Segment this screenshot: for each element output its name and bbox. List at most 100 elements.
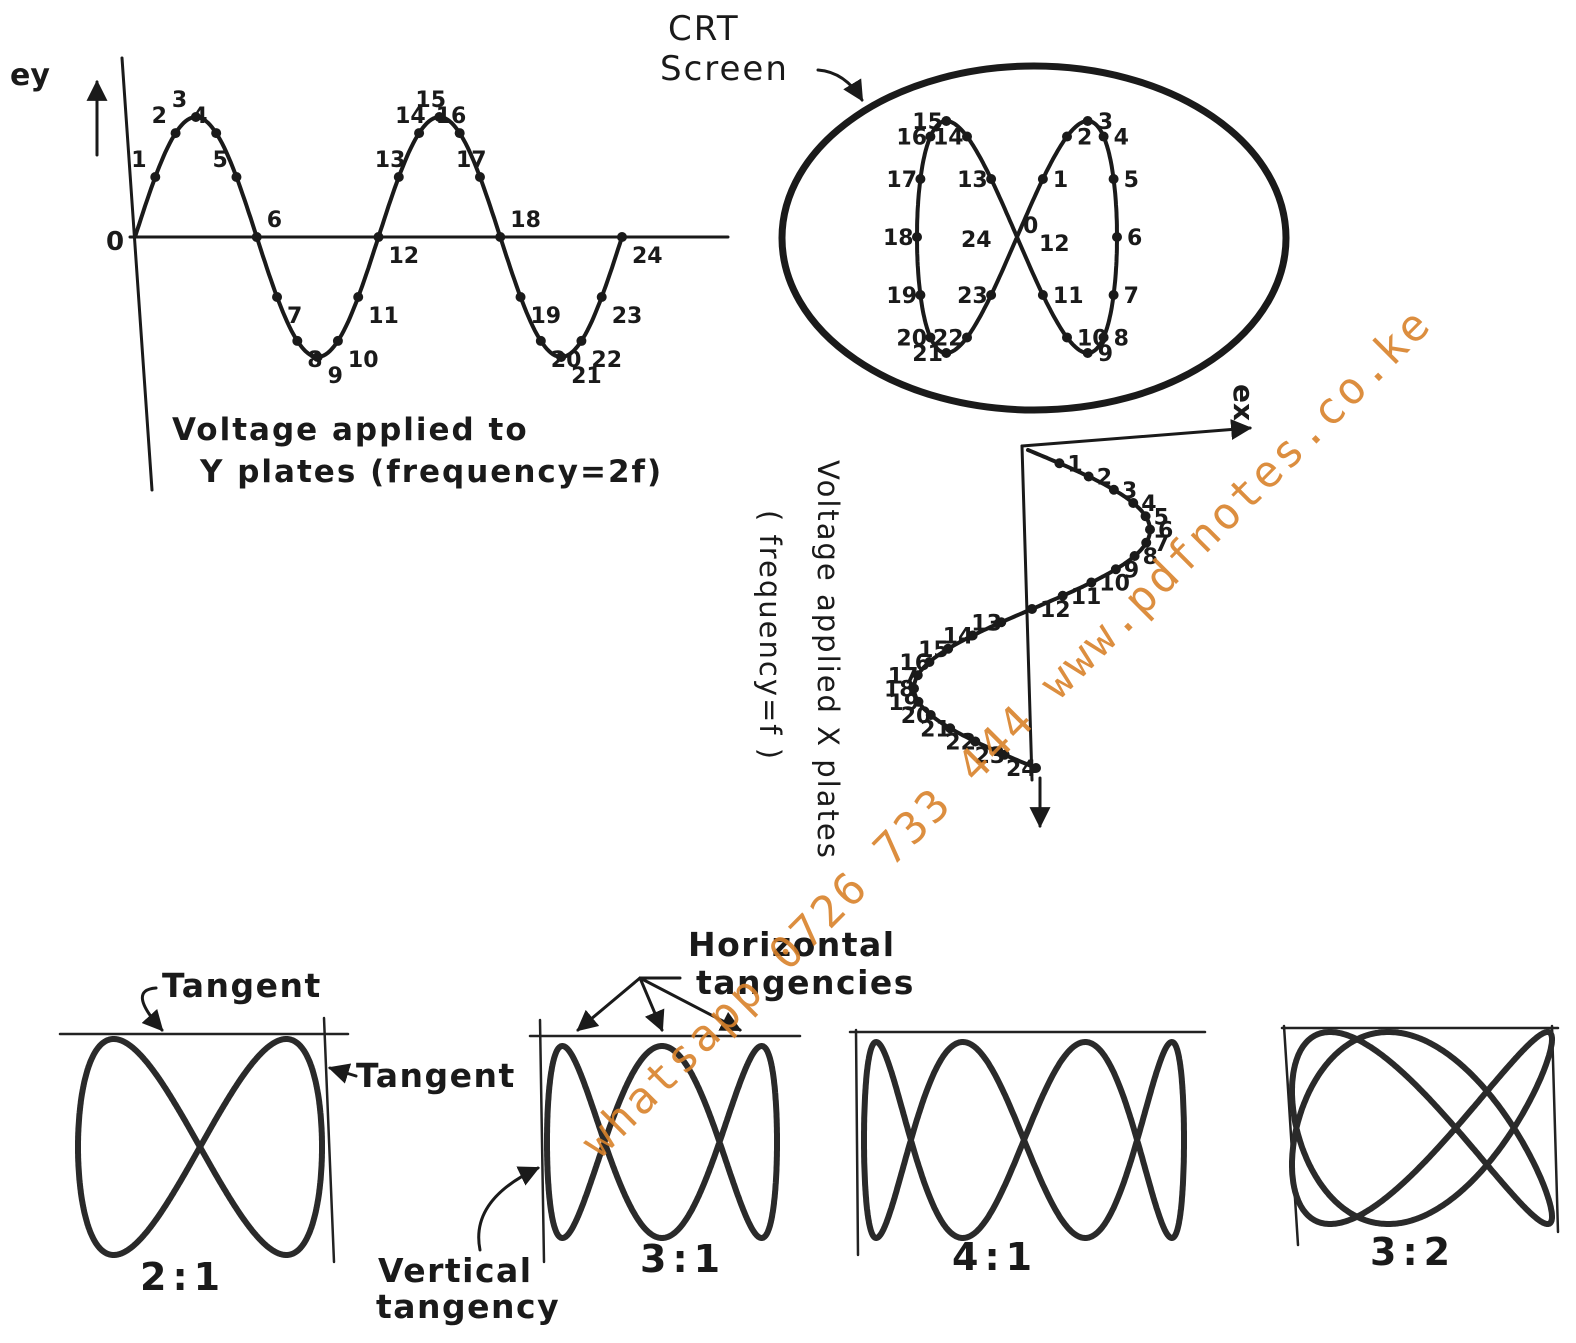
x-point-21-label: 21 <box>920 717 951 742</box>
crt-point-20-label: 20 <box>896 327 927 352</box>
tangent-side-label: Tangent <box>356 1056 516 1095</box>
figure-3-2: 3:2 <box>1280 1024 1560 1274</box>
y-plate-waveform: ey 0 12345678910111213141516171819202122… <box>10 56 730 492</box>
fig-2-1-curve <box>75 1036 325 1258</box>
y-point-22-label: 22 <box>591 348 622 373</box>
x-top-axis <box>1020 419 1253 448</box>
y-point-15-label: 15 <box>415 88 446 113</box>
crt-point-1-label: 1 <box>1053 168 1068 193</box>
y-point-6-label: 6 <box>267 208 282 233</box>
figure-4-1: 4:1 <box>848 1028 1207 1279</box>
x-point-18-dot <box>909 683 919 694</box>
x-point-24-label: 24 <box>1006 757 1037 782</box>
crt-point-21-dot <box>941 348 952 358</box>
crt-point-4-dot <box>1098 131 1109 142</box>
crt-point-20-dot <box>925 332 936 343</box>
crt-point-13-label: 13 <box>957 168 988 193</box>
crt-screen-outline <box>778 62 1290 414</box>
crt-point-22-dot <box>962 332 972 343</box>
x-point-20-dot <box>925 710 936 720</box>
crt-point-5-dot <box>1108 174 1119 184</box>
x-point-4-dot <box>1128 498 1139 508</box>
x-point-9-dot <box>1110 564 1121 575</box>
x-point-10-dot <box>1086 577 1097 588</box>
y-point-7-dot <box>272 292 283 302</box>
crt-point-5-label: 5 <box>1124 168 1139 193</box>
fig-3-1-curve <box>544 1043 780 1241</box>
crt-point-9-label: 9 <box>1098 342 1113 367</box>
tangent-top-arrow <box>140 986 164 1032</box>
x-point-8-dot <box>1129 551 1140 561</box>
x-point-15-dot <box>943 643 954 654</box>
ratio-3-1: 3:1 <box>640 1237 726 1281</box>
y-point-9-dot <box>312 352 323 362</box>
x-point-23-dot <box>999 749 1010 760</box>
x-point-17-dot <box>912 670 923 681</box>
y-point-17-dot <box>474 172 485 182</box>
y-point-13-dot <box>393 172 404 182</box>
x-point-2-label: 2 <box>1097 466 1112 491</box>
x-point-6-dot <box>1145 524 1155 535</box>
x-point-19-dot <box>913 696 924 707</box>
crt-point-6-label: 6 <box>1127 226 1142 251</box>
x-point-11-label: 11 <box>1071 585 1102 610</box>
crt-point-7-label: 7 <box>1124 284 1139 309</box>
ratio-3-2: 3:2 <box>1370 1230 1456 1274</box>
y-point-11-label: 11 <box>368 304 399 329</box>
y-vertical-axis <box>120 56 154 492</box>
fig-3-2-curve <box>1289 1029 1555 1227</box>
x-caption-line2: ( frequency=f ) <box>753 510 787 761</box>
x-point-23-label: 23 <box>975 744 1006 769</box>
fig-2-1-side-tangent-line <box>322 1016 336 1264</box>
x-point-5-dot <box>1140 511 1151 522</box>
y-point-15-dot <box>434 112 445 122</box>
y-point-1-label: 1 <box>131 148 146 173</box>
y-point-21-label: 21 <box>571 364 602 389</box>
vertical-tangency-arrow <box>477 1166 540 1252</box>
x-point-15-label: 15 <box>918 638 949 663</box>
y-point-20-label: 20 <box>551 348 582 373</box>
y-point-3-dot <box>190 112 201 122</box>
crt-title-line2: Screen <box>660 49 789 89</box>
y-point-20-dot <box>535 335 546 346</box>
y-point-18-label: 18 <box>510 208 541 233</box>
y-point-11-dot <box>353 292 364 302</box>
y-point-5-dot <box>231 172 242 182</box>
crt-screen: CRT Screen 12345678910111314151617181920… <box>660 9 1290 414</box>
vertical-tangency-line2: tangency <box>376 1287 560 1326</box>
crt-point-21-label: 21 <box>912 342 943 367</box>
y-point-2-label: 2 <box>152 104 167 129</box>
crt-point-7-dot <box>1108 290 1119 300</box>
fig-4-1-side-line <box>854 1028 860 1257</box>
x-point-16-dot <box>924 657 935 667</box>
y-point-10-label: 10 <box>348 348 379 373</box>
x-point-6-label: 6 <box>1158 519 1173 544</box>
x-point-22-label: 22 <box>945 731 976 756</box>
x-point-18-label: 18 <box>884 678 915 703</box>
crt-point-14-dot <box>962 131 972 142</box>
y-point-21-dot <box>556 352 567 362</box>
x-point-1-label: 1 <box>1067 452 1082 477</box>
crt-callout-arrow <box>816 68 864 102</box>
x-point-19-label: 19 <box>888 691 919 716</box>
tangent-side-arrow <box>327 1063 358 1084</box>
horizontal-tangency-arrow-1 <box>576 976 682 1032</box>
y-point-19-dot <box>515 292 526 302</box>
x-point-21-dot <box>945 723 956 734</box>
crt-point-13-dot <box>986 174 997 184</box>
crt-point-23-label: 23 <box>957 284 988 309</box>
y-point-13-label: 13 <box>375 148 406 173</box>
crt-point-16-label: 16 <box>896 126 927 151</box>
figure-2-1: Tangent Tangent 2:1 <box>58 966 516 1299</box>
y-point-1-dot <box>150 172 161 182</box>
y-point-10-dot <box>332 335 343 346</box>
x-point-11-dot <box>1057 590 1068 601</box>
y-point-7-label: 7 <box>287 304 302 329</box>
ratio-4-1: 4:1 <box>952 1235 1038 1279</box>
y-caption-line2: Y plates (frequency=2f) <box>199 454 663 490</box>
y-point-3-label: 3 <box>172 88 187 113</box>
